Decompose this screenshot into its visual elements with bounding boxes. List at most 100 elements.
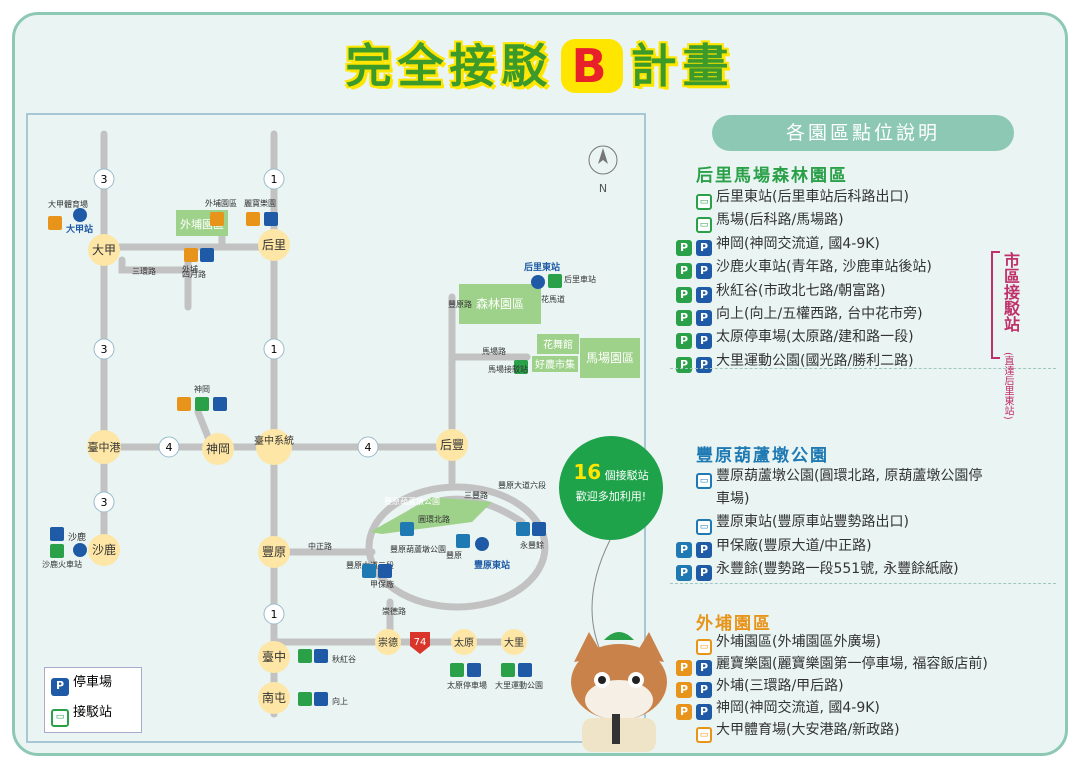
svg-text:豐原葫蘆墩公園: 豐原葫蘆墩公園 [390,544,446,554]
parking-icon: P [696,239,712,256]
parking-icon: P [696,286,712,303]
bus-icon: ▭ [696,217,712,234]
road-ring-outer [365,483,549,611]
svg-text:3: 3 [101,343,108,356]
bus-icon: ▭ [696,473,712,489]
node-dali: 大里 [501,629,527,655]
node-taiyuan: 太原 [451,629,477,655]
svg-text:3: 3 [101,496,108,509]
node-shalu: 沙鹿 [88,534,120,566]
shuttle-icon: P [676,564,692,581]
label-huayan: 花馬道 [541,294,565,304]
parking-icon: P [696,263,712,280]
stop-row: ▭后里東站(后里車站后科路出口) [676,187,909,210]
svg-text:大里運動公園: 大里運動公園 [495,680,543,690]
svg-text:永豐餘: 永豐餘 [520,540,544,550]
label-yuanhuan: 圓環北路 [418,514,450,524]
svg-text:南屯: 南屯 [262,690,286,705]
label-sanfeng: 三豐路 [464,490,488,500]
svg-text:外埔: 外埔 [182,264,198,274]
svg-text:豐原東站: 豐原東站 [474,559,510,571]
shuttle-icon: P [676,286,692,303]
panel-heading: 各園區點位說明 [712,115,1014,151]
label-fengyuan-rd: 豐原路 [448,299,472,309]
city-note-main: 市區接駁站 [1001,252,1020,332]
parking-icon: P [696,541,712,558]
title-badge: B [561,39,623,93]
parking-icon: P [51,678,69,696]
shuttle-icon: P [676,356,692,373]
stop-jiabao: 甲保廠 [362,564,394,589]
city-note-sub: (直達后里東站) [1002,352,1013,420]
stop-shengang: 神岡 [177,384,227,411]
svg-text:臺中港: 臺中港 [88,440,121,454]
route-shield-3a: 3 [93,168,115,190]
stop-qiuhonggu: 秋紅谷 [298,649,356,664]
svg-text:大甲站: 大甲站 [66,223,93,235]
stop-row: ▭馬場(后科路/馬場路) [676,210,844,234]
stop-label: 大甲體育場(大安港路/新政路) [716,722,900,738]
route-map-svg: 外埔園區 森林園區 馬場園區 花舞館 好農市集 3 3 3 1 1 1 4 4 … [42,130,640,718]
label-zhongzheng: 中正路 [308,541,332,551]
stop-libao: 麗寶樂園 [244,198,278,226]
svg-text:麗寶樂園: 麗寶樂園 [244,198,276,208]
node-taichung-port: 臺中港 [87,430,121,464]
area-forest [459,284,541,324]
svg-text:大甲體育場: 大甲體育場 [48,199,88,209]
svg-text:后里: 后里 [262,238,286,252]
bus-icon: ▭ [696,519,712,536]
divider-2 [670,583,1056,584]
stop-row: ▭大甲體育場(大安港路/新政路) [676,720,900,743]
divider-1 [670,368,1056,369]
bubble-unit: 個接駁站 [604,469,649,482]
node-chongde: 崇德 [375,629,401,655]
mascot-cat [571,632,667,752]
svg-text:后里車站: 后里車站 [564,274,596,284]
shuttle-icon: P [676,704,692,720]
svg-text:甲保廠: 甲保廠 [370,579,394,589]
svg-text:外埔園區: 外埔園區 [205,198,237,208]
node-taichung-sys: 臺中系統 [254,429,294,465]
route-shield-1b: 1 [263,338,285,360]
area-flower-label: 花舞館 [543,338,573,351]
road-sanhuan [118,256,186,274]
svg-text:秋紅谷: 秋紅谷 [332,654,356,664]
svg-text:沙鹿: 沙鹿 [92,542,116,557]
route-map: 外埔園區 森林園區 馬場園區 花舞館 好農市集 3 3 3 1 1 1 4 4 … [26,113,646,743]
shuttle-icon: P [676,239,692,256]
svg-text:豐原: 豐原 [262,545,286,559]
svg-text:神岡: 神岡 [206,442,230,456]
svg-text:74: 74 [414,637,427,648]
route-shield-4b: 4 [357,436,379,458]
svg-text:沙鹿火車站: 沙鹿火車站 [42,559,82,569]
parking-icon: P [696,704,712,720]
zone-title-waipu: 外埔園區 [696,614,772,634]
stop-dajia-gym: 大甲體育場 [48,199,88,230]
svg-text:豐原: 豐原 [446,550,462,560]
node-taichung: 臺中 [258,641,290,673]
legend-parking-label: 停車場 [73,675,113,690]
area-market-label: 好農市集 [535,358,575,371]
route-shield-3c: 3 [93,491,115,513]
stop-label: 太原停車場(太原路/建和路一段) [716,329,914,346]
shuttle-icon: P [676,660,692,676]
stop-fy-east: 豐原東站 豐原 [446,534,510,571]
svg-text:沙鹿: 沙鹿 [68,531,86,543]
stop-label: 外埔(三環路/甲后路) [716,678,844,694]
svg-text:后豐: 后豐 [440,438,464,452]
stop-label: 大里運動公園(國光路/勝利二路) [716,352,914,369]
label-chongde: 崇德路 [382,606,406,616]
bus-icon: ▭ [51,709,69,727]
city-bracket [991,251,1000,359]
stop-label: 神岡(神岡交流道, 國4-9K) [716,235,880,252]
stop-label: 馬場(后科路/馬場路) [716,212,844,229]
label-sanhuan: 三環路 [132,266,156,276]
stop-label: 麗寶樂園(麗寶樂園第一停車場, 福容飯店前) [716,656,988,672]
